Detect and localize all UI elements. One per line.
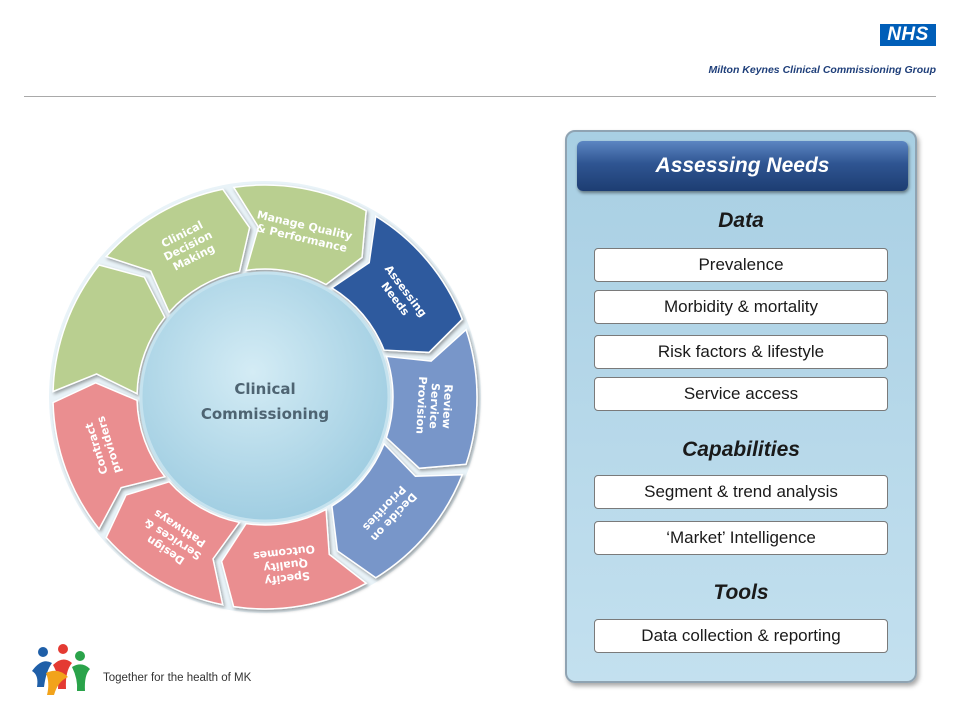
cycle-segment-5 xyxy=(105,480,241,606)
data-item-prevalence: Prevalence xyxy=(594,248,888,282)
cycle-segment-label-line: Review xyxy=(440,384,455,429)
organisation-name: Milton Keynes Clinical Commissioning Gro… xyxy=(708,64,936,76)
data-item-morbidity-mortality: Morbidity & mortality xyxy=(594,290,888,324)
data-item-service-access: Service access xyxy=(594,377,888,411)
cycle-segments: AssessingNeedsReviewServiceProvisionDeci… xyxy=(52,184,478,610)
cycle-segment-9 xyxy=(232,184,367,286)
tools-heading: Tools xyxy=(713,581,769,604)
data-heading: Data xyxy=(718,209,764,232)
cycle-segment-4 xyxy=(220,508,368,610)
assessing-needs-panel: Assessing Needs Data Prevalence Morbidit… xyxy=(565,130,917,683)
capability-item-market-intelligence: ‘Market’ Intelligence xyxy=(594,521,888,555)
cycle-segment-6 xyxy=(52,381,167,531)
cycle-segment-1 xyxy=(330,215,464,354)
nhs-logo: NHS xyxy=(880,24,936,46)
cycle-segment-7 xyxy=(52,264,166,395)
together-for-health-logo-icon xyxy=(32,644,90,695)
commissioning-cycle-diagram: AssessingNeedsReviewServiceProvisionDeci… xyxy=(49,181,481,613)
panel-title: Assessing Needs xyxy=(577,141,908,191)
cycle-segment-3 xyxy=(331,442,464,579)
cycle-segment-label-line: Quality xyxy=(263,556,309,574)
header-divider xyxy=(24,96,936,97)
cycle-segment-label-line: Specify xyxy=(264,569,311,587)
cycle-segment-label-line: Provision xyxy=(413,376,429,434)
cycle-center xyxy=(139,271,391,523)
cycle-segment-8 xyxy=(104,188,251,314)
capabilities-heading: Capabilities xyxy=(682,438,800,461)
cycle-segment-label-line: Service xyxy=(427,383,442,429)
tool-item-data-collection-reporting: Data collection & reporting xyxy=(594,619,888,653)
cycle-segment-2 xyxy=(385,328,478,470)
data-item-risk-factors-lifestyle: Risk factors & lifestyle xyxy=(594,335,888,369)
cycle-center-label-line2: Commissioning xyxy=(201,405,329,423)
footer-tagline: Together for the health of MK xyxy=(103,672,252,684)
capability-item-segment-trend-analysis: Segment & trend analysis xyxy=(594,475,888,509)
cycle-center-label-line1: Clinical xyxy=(234,380,295,398)
